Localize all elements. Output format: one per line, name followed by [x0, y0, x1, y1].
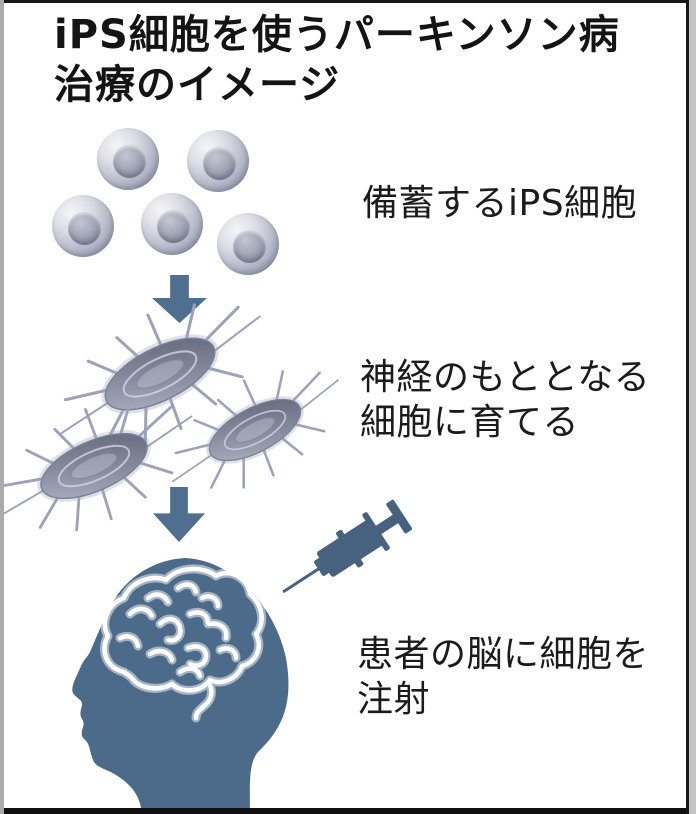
step-1-label-line: 備蓄するiPS細胞 — [362, 183, 638, 224]
step-3-label-line: 患者の脳に細胞を — [357, 634, 650, 675]
cell-nucleus — [202, 146, 236, 181]
frame-border-bottom — [0, 808, 696, 814]
step-3-label: 患者の脳に細胞を 注射 — [357, 632, 649, 722]
step-2-label-line: 細胞に育てる — [360, 402, 580, 443]
cell-nucleus — [232, 229, 266, 264]
frame-border-right — [686, 0, 689, 814]
title-line-2: 治療のイメージ — [54, 62, 341, 108]
head-silhouette-icon — [72, 558, 289, 814]
frame-border-top — [0, 0, 696, 3]
step-1-label: 備蓄するiPS細胞 — [362, 181, 637, 226]
step-2-label: 神経のもととなる 細胞に育てる — [360, 355, 650, 445]
page-title: iPS細胞を使うパーキンソン病 治療のイメージ — [54, 10, 654, 110]
frame-border-left — [0, 0, 4, 814]
ips-cell-icon — [97, 128, 159, 190]
cell-nucleus — [112, 144, 146, 179]
ips-cell-icon — [52, 195, 114, 257]
cell-nucleus — [156, 209, 190, 244]
title-line-1: iPS細胞を使うパーキンソン病 — [54, 12, 620, 58]
ips-cell-icon — [217, 213, 279, 275]
frame-edge-right — [689, 0, 696, 814]
step-3-label-line: 注射 — [357, 679, 431, 720]
ips-cell-icon — [141, 193, 203, 255]
ips-cell-icon — [187, 130, 249, 192]
step-2-label-line: 神経のもととなる — [360, 357, 651, 398]
cell-nucleus — [67, 211, 101, 246]
syringe-icon — [282, 499, 412, 594]
